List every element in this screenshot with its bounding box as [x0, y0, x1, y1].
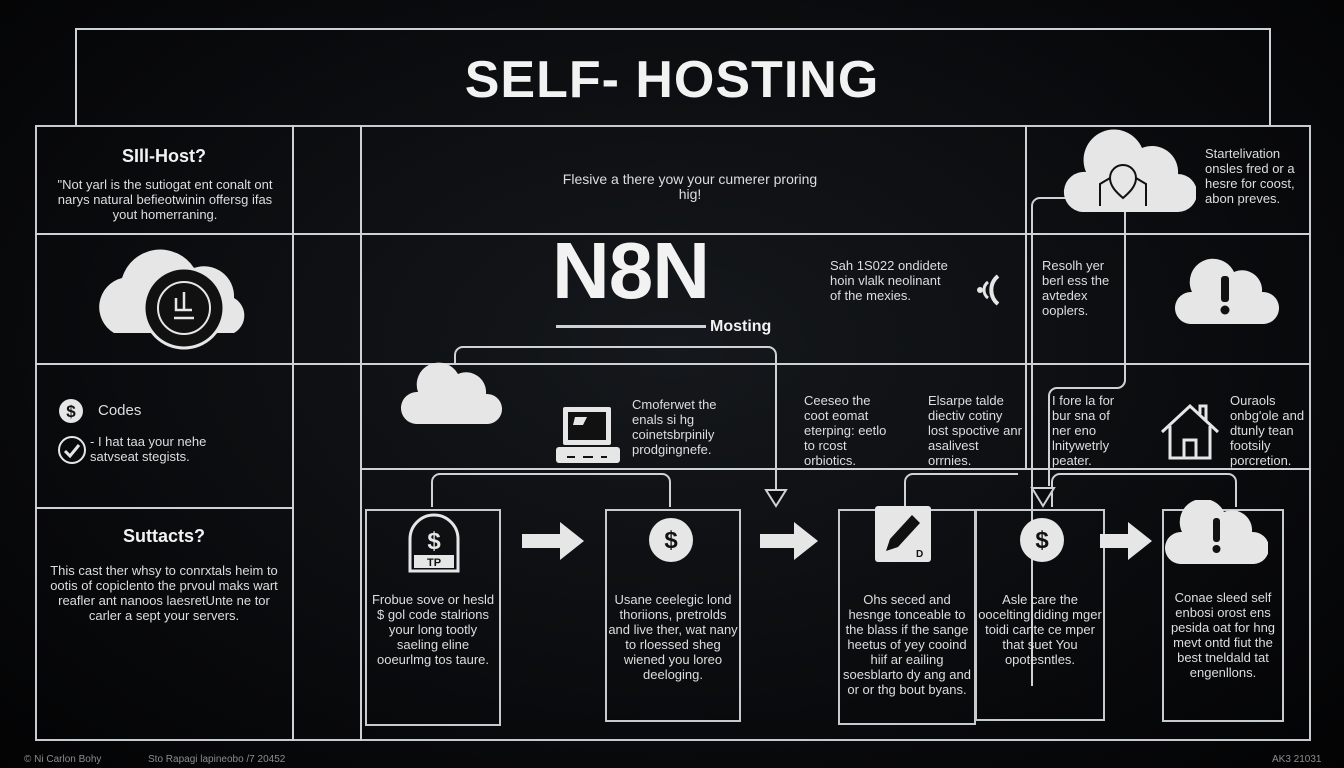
intro-text: Flesive a there yow your cumerer proring…: [562, 171, 818, 202]
self-host-heading: SIll-Host?: [122, 146, 206, 166]
logo-underline: [556, 325, 706, 328]
arrow-right-icon: [760, 522, 818, 560]
divider: [360, 125, 362, 741]
dollar-icon: $: [649, 518, 693, 562]
divider: [75, 28, 77, 126]
step-box-5: [1162, 509, 1284, 722]
laptop-icon: [556, 407, 620, 463]
divider: [1025, 125, 1027, 470]
check-circle-icon: [58, 436, 86, 464]
signal-icon: [977, 274, 1000, 306]
house-icon: [1160, 403, 1220, 460]
divider: [1269, 28, 1271, 126]
svg-text:D: D: [916, 549, 923, 560]
footer-left: © Ni Carlon Bohy: [24, 754, 102, 765]
right-bottom-right-text: Ouraols onbg'ole and dtunly tean footsil…: [1230, 393, 1305, 468]
svg-text:$: $: [66, 402, 76, 421]
n8n-logo: N8N: [552, 226, 710, 315]
dollar-icon: $: [59, 399, 83, 423]
step-box-2: [605, 509, 741, 722]
laptop-text: Cmoferwet the enals si hg coinetsbrpinil…: [632, 397, 717, 457]
logo-subtitle: Mosting: [710, 318, 772, 335]
right-mid-text: Resolh yer berl ess the avtedex ooplers.: [1042, 258, 1110, 318]
cloud-alert-icon: [1165, 500, 1268, 564]
main-frame: [35, 125, 1311, 741]
n8n-side-text: Sah 1S022 ondidete hoin vlalk neolinant …: [830, 258, 948, 303]
arrow-right-icon: [522, 522, 584, 560]
right-top-text: Startelivation onsles fred or a hesre fo…: [1205, 146, 1295, 206]
codes-label: Codes: [98, 402, 142, 419]
svg-text:$: $: [664, 527, 678, 554]
edit-icon: D: [875, 506, 931, 562]
right-bottom-left-text: I fore la for bur sna of ner eno lnitywe…: [1052, 393, 1115, 468]
suttacts-heading: Suttacts?: [122, 526, 205, 546]
cloud-icon: [400, 362, 503, 424]
cloud-user-icon: [1063, 129, 1196, 212]
col3-text: Ceeseo the coot eomat eterping: eetlo to…: [804, 393, 887, 468]
divider: [75, 28, 1271, 30]
page-title: SELF- HOSTING: [464, 51, 880, 109]
step-text-3: Ohs seced and hesnge tonceable to the bl…: [843, 592, 971, 697]
col4-text: Elsarpe talde diectiv cotiny lost spocti…: [928, 393, 1022, 468]
step-text-1: Frobue sove or hesld $ gol code stalrion…: [371, 592, 495, 667]
dollar-icon: $: [1020, 518, 1064, 562]
cloud-download-icon: [99, 249, 245, 350]
step-text-2: Usane ceelegic lond thoriions, pretrolds…: [608, 592, 738, 682]
check-text: - I hat taa your nehe satvseat stegists.: [90, 434, 207, 464]
divider: [292, 125, 294, 741]
arrow-right-icon: [1100, 522, 1152, 560]
svg-text:$: $: [427, 528, 441, 555]
self-host-text: "Not yarl is the sutiogat ent conalt ont…: [57, 177, 273, 222]
money-bag-icon: $ TP: [408, 513, 460, 573]
footer-right: AK3 21031: [1272, 754, 1322, 765]
divider: [35, 507, 293, 509]
step-box-4: [975, 509, 1105, 721]
svg-text:TP: TP: [427, 557, 441, 569]
footer-left-text: Ni Carlon Bohy: [34, 754, 102, 765]
step-text-4: Asle care the oocelting diding mger toid…: [978, 592, 1102, 667]
suttacts-text: This cast ther whsy to conrxtals heim to…: [50, 563, 278, 623]
step-text-5: Conae sleed self enbosi orost ens pesida…: [1170, 590, 1276, 680]
cloud-alert-icon: [1174, 258, 1280, 324]
step-box-1: [365, 509, 501, 726]
svg-text:$: $: [1035, 527, 1049, 554]
divider: [35, 363, 1311, 365]
divider: [362, 468, 1311, 470]
footer-middle: Sto Rapagi lapineobo /7 20452: [148, 754, 286, 765]
divider: [35, 233, 1311, 235]
